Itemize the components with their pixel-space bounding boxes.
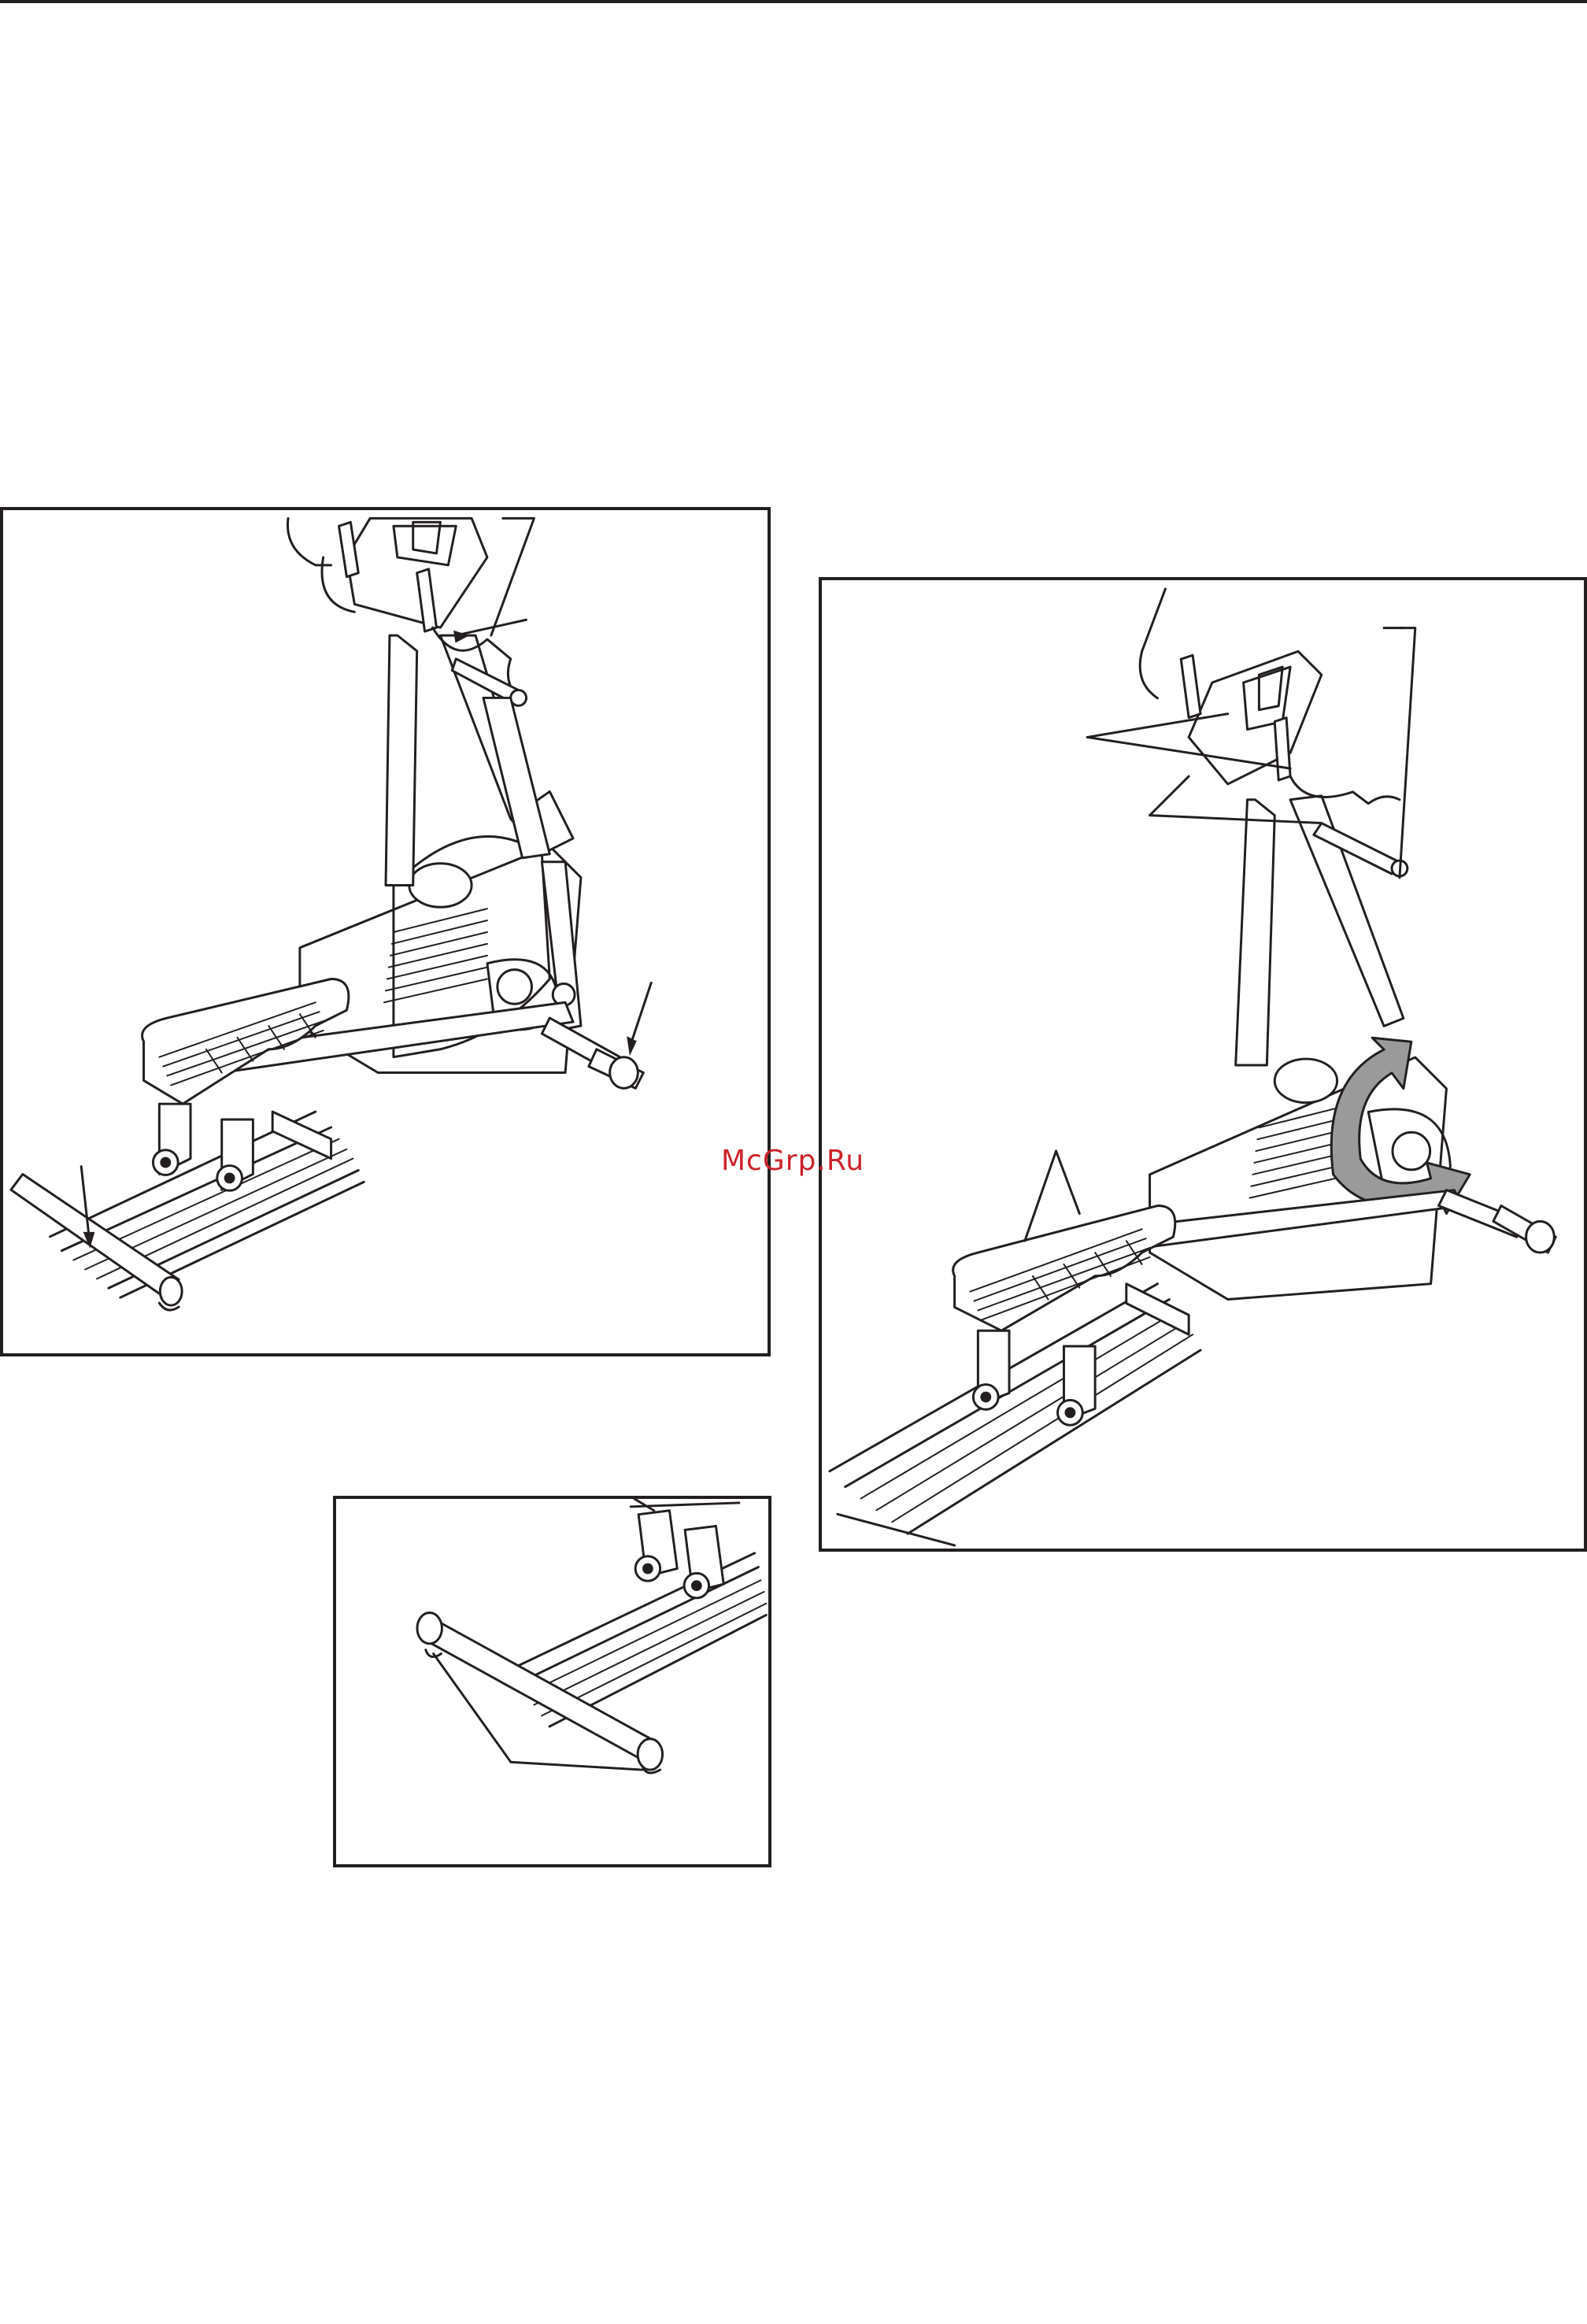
watermark: McGrp.Ru bbox=[721, 1145, 864, 1177]
pedal-rollers bbox=[631, 1499, 739, 1598]
elliptical-rotation-drawing bbox=[822, 580, 1584, 1549]
figure-elliptical-rotation bbox=[819, 577, 1587, 1552]
handlebars bbox=[1140, 589, 1415, 878]
figure-rear-stabilizer bbox=[333, 1496, 771, 1867]
callout-lines bbox=[434, 1654, 642, 1770]
top-rule bbox=[0, 0, 1587, 3]
rear-stabilizer bbox=[11, 1174, 182, 1310]
elliptical-front-drawing bbox=[3, 510, 768, 1353]
frame-housing bbox=[1150, 1057, 1451, 1299]
rear-stabilizer bbox=[417, 1613, 663, 1773]
rear-stabilizer-drawing bbox=[336, 1499, 768, 1864]
pedal-rollers bbox=[153, 1104, 253, 1190]
front-bracket bbox=[1126, 1284, 1189, 1334]
figure-elliptical-front bbox=[0, 507, 771, 1356]
